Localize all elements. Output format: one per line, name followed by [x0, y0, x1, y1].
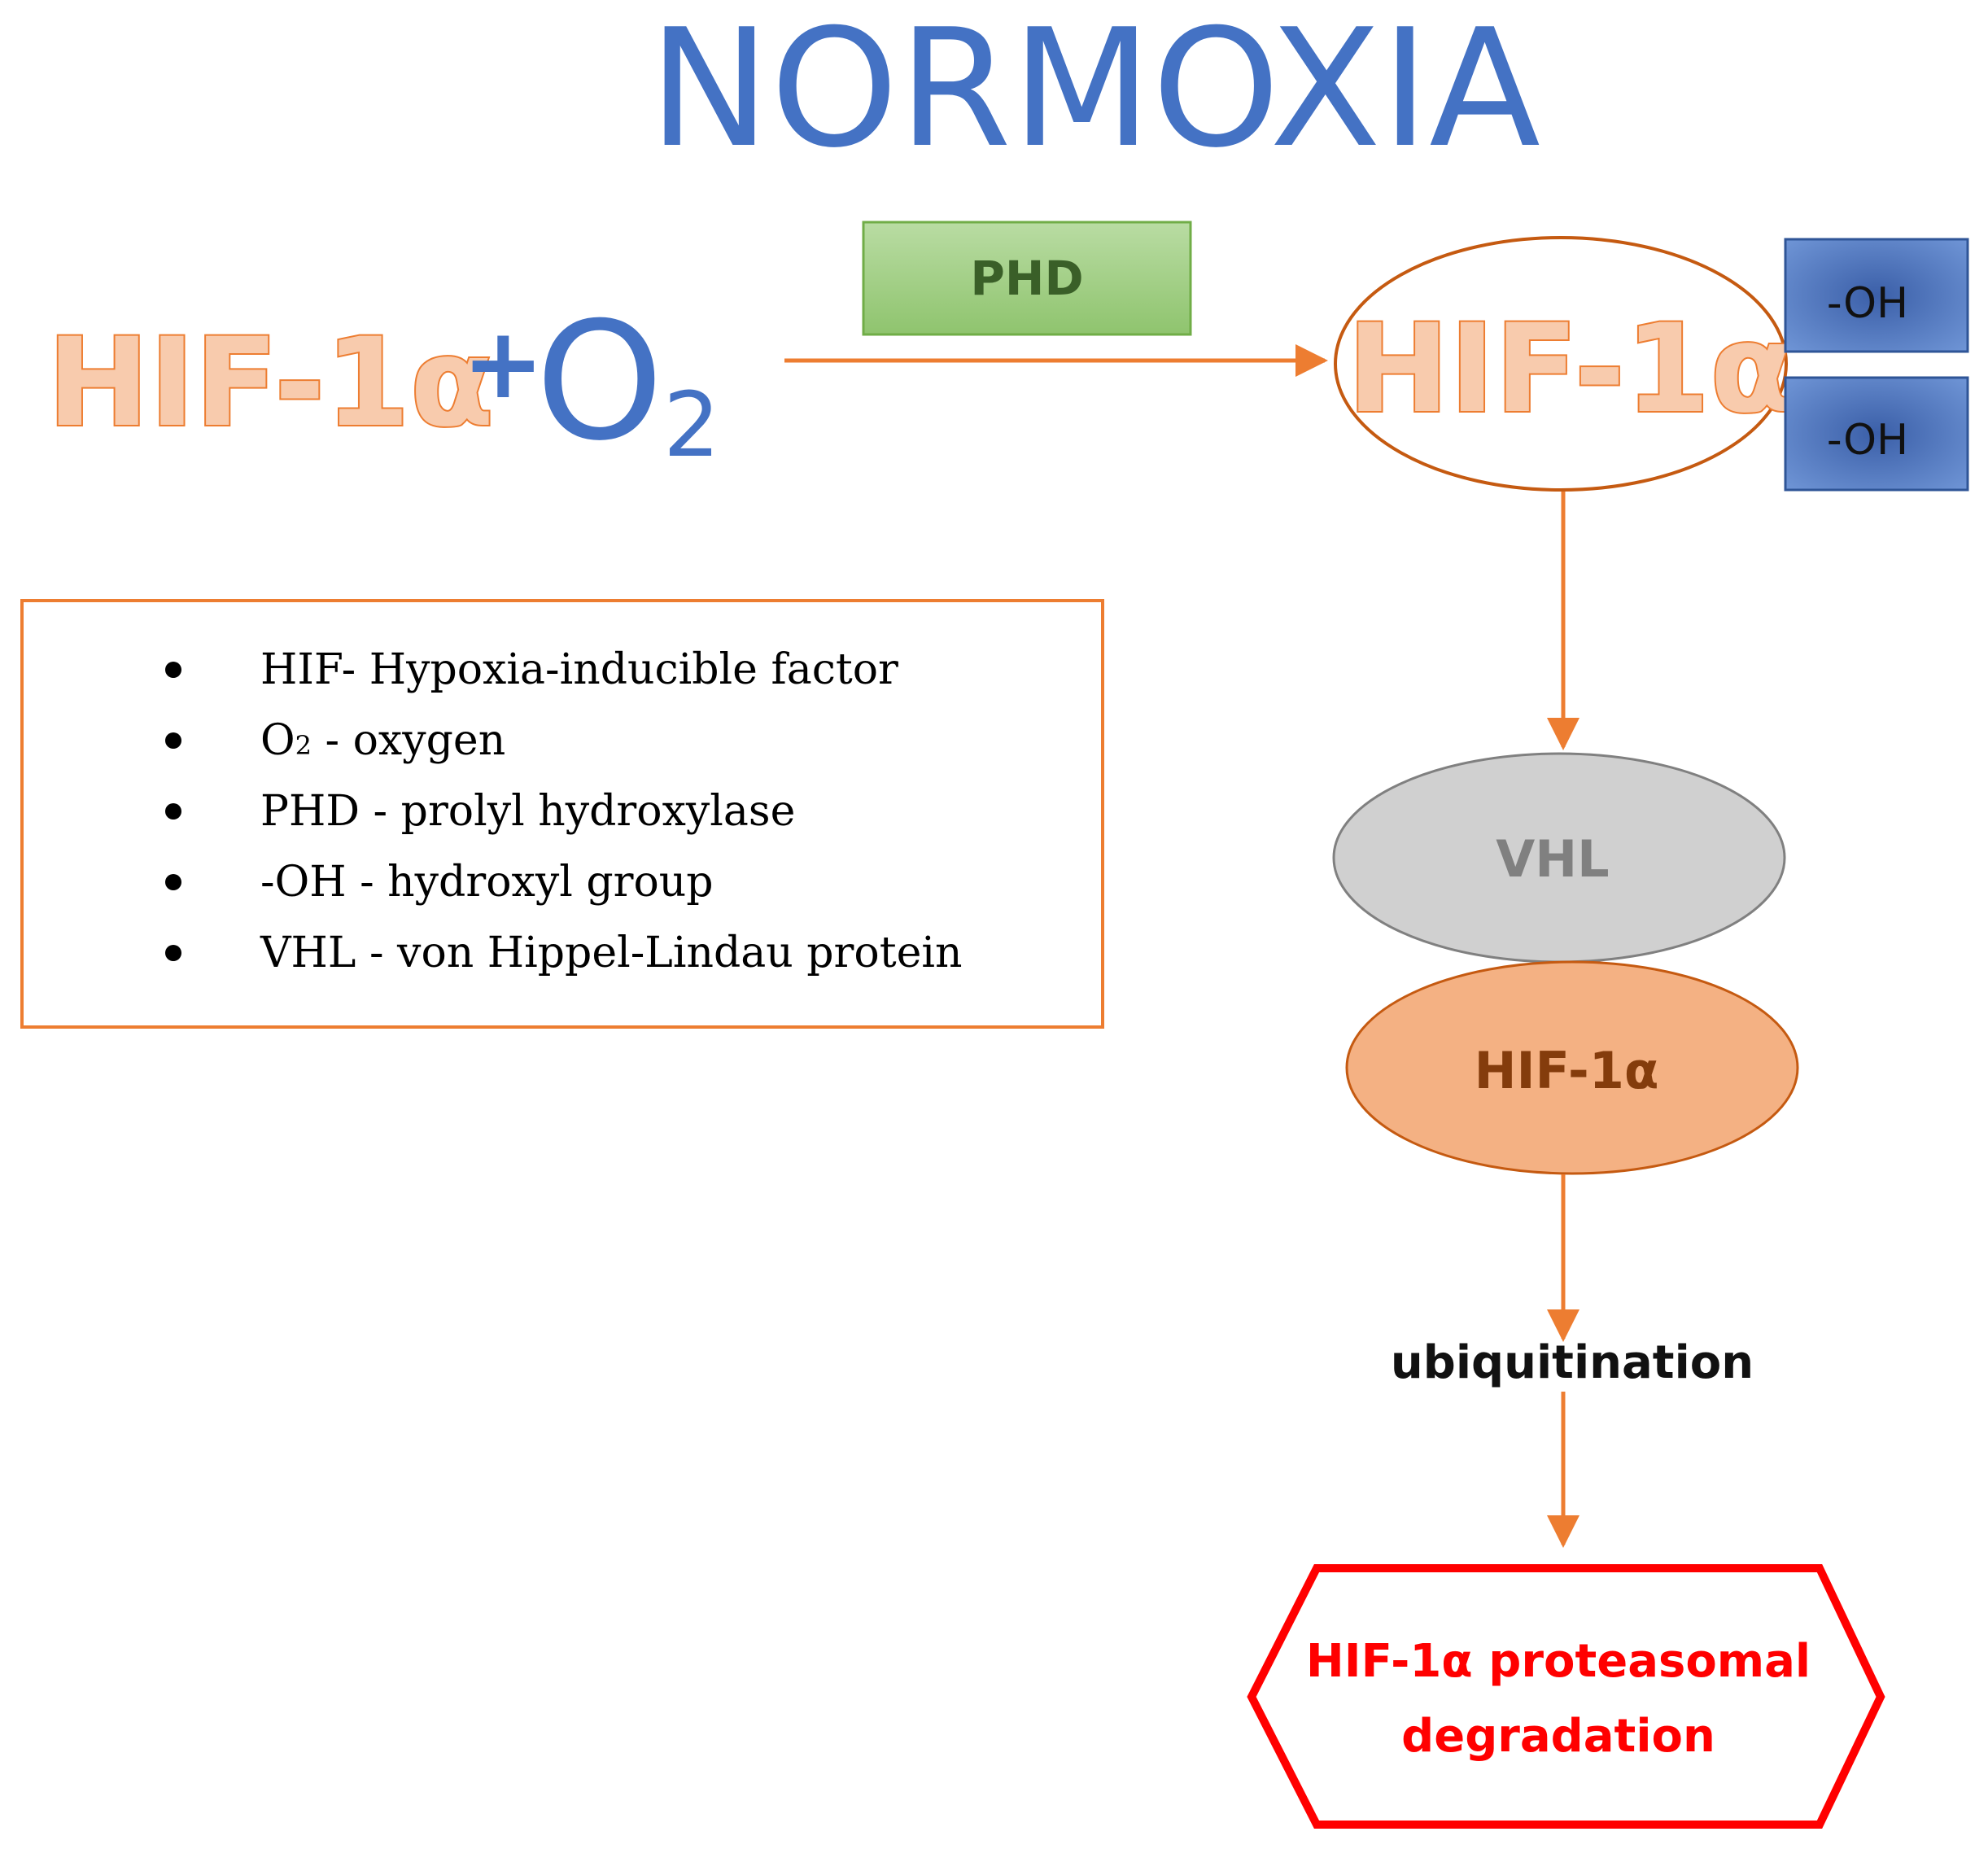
bound-hif-label: HIF-1α: [1475, 1041, 1659, 1100]
hydroxyl-box-top: [1784, 238, 1969, 353]
oxygen-label: O: [535, 287, 663, 477]
plus-sign: +: [462, 308, 544, 421]
legend-bullet: [165, 803, 181, 820]
legend-item: O2 - oxygen: [165, 716, 505, 765]
hydroxyl-label-bottom: -OH: [1827, 416, 1908, 465]
ubiquitination-label: ubiquitination: [1391, 1336, 1754, 1389]
legend-oxygen-desc: - oxygen: [312, 716, 505, 765]
bound-hif-ellipse: [1345, 960, 1799, 1175]
legend-item: HIF- Hypoxia-inducible factor: [165, 645, 898, 694]
legend-box: [20, 599, 1104, 1029]
legend-item-hif: HIF- Hypoxia-inducible factor: [260, 645, 898, 694]
degradation-hexagon: [1247, 1564, 1885, 1829]
vhl-label: VHL: [1496, 829, 1609, 889]
legend-bullet: [165, 732, 181, 749]
legend-item-vhl: VHL - von Hippel-Lindau protein: [260, 929, 963, 977]
legend-bullet: [165, 874, 181, 890]
legend-item-hydroxyl: -OH - hydroxyl group: [260, 858, 714, 907]
degradation-label-line2: degradation: [1401, 1710, 1715, 1763]
phd-enzyme-box: [862, 221, 1192, 336]
reactant-hif-label: HIF-1α: [47, 313, 494, 454]
oxygen-subscript: 2: [663, 373, 720, 477]
legend-oxygen-sub: 2: [295, 730, 312, 761]
hydroxyl-label-top: -OH: [1827, 279, 1908, 328]
page-title: NORMOXIA: [649, 0, 1540, 184]
legend-item: VHL - von Hippel-Lindau protein: [165, 929, 963, 977]
legend-oxygen-base: O: [260, 716, 295, 765]
degradation-label-line1: HIF-1α proteasomal: [1306, 1635, 1811, 1688]
hydroxyl-box-bottom: [1784, 376, 1969, 492]
legend-item-oxygen: O2 - oxygen: [260, 716, 505, 765]
legend-item: PHD - prolyl hydroxylase: [165, 787, 795, 836]
legend-bullet: [165, 945, 181, 961]
hydroxylated-hif-ellipse: [1334, 236, 1788, 492]
legend-item-phd: PHD - prolyl hydroxylase: [260, 787, 795, 836]
legend-item: -OH - hydroxyl group: [165, 858, 714, 907]
legend-bullet: [165, 662, 181, 678]
product-hif-label: HIF-1α: [1348, 299, 1794, 440]
phd-enzyme-label: PHD: [970, 251, 1083, 306]
